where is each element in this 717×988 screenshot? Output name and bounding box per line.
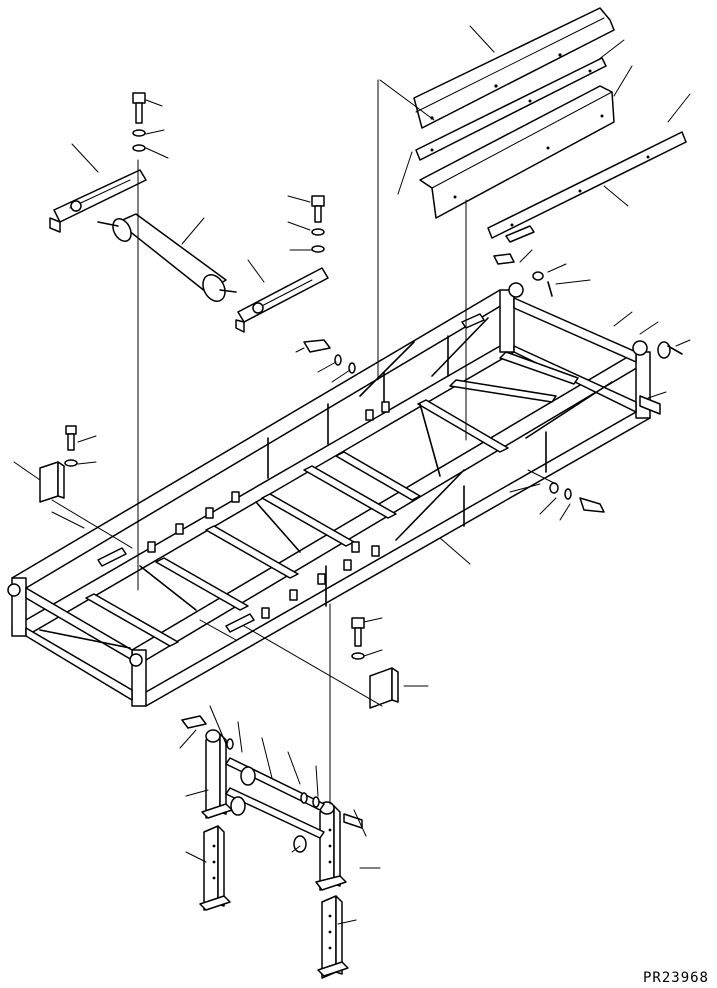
- bearing-bracket-right: [235, 267, 329, 333]
- bolt-top-left: [132, 92, 146, 152]
- bracket-right: [351, 617, 399, 709]
- conveyor-roller: [97, 213, 237, 302]
- bolt-top-right: [311, 195, 325, 253]
- bolt-frame-right: [549, 482, 605, 513]
- bearing-bracket-left: [49, 169, 147, 233]
- leg-right: [315, 801, 347, 891]
- leader-lines: [13, 25, 691, 925]
- leg-fasteners: [181, 715, 363, 829]
- pin-end-right: [639, 341, 683, 415]
- bolt-frame-left: [303, 339, 356, 374]
- drawing-code: PR23968: [642, 970, 709, 986]
- side-cover-channel: [419, 85, 615, 219]
- bracket-left: [39, 425, 78, 503]
- leg-cross-tube: [225, 757, 325, 853]
- leg-extension-right: [317, 895, 349, 979]
- top-cover-plate: [413, 7, 615, 129]
- leg-extension-left: [199, 825, 231, 911]
- reference-lines: [51, 469, 557, 641]
- cover-gasket-strip: [415, 57, 607, 161]
- pin-top-right: [493, 253, 553, 297]
- side-rail-strip: [487, 131, 687, 243]
